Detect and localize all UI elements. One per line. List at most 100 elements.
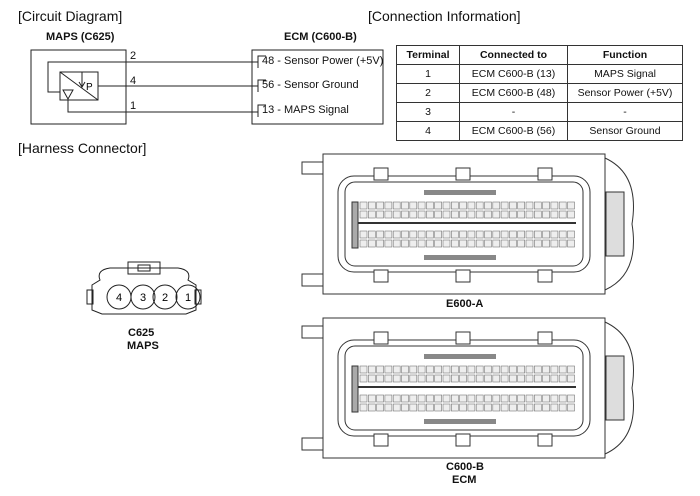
pin-cavity — [542, 230, 550, 239]
pin-cavity — [517, 230, 526, 239]
pin-cavity — [525, 210, 534, 219]
pin-cavity — [442, 374, 451, 383]
pin-cavity — [542, 394, 550, 403]
ecm-pin-56: 56 - Sensor Ground — [262, 79, 359, 91]
pin-cavity — [467, 210, 476, 219]
pin-cavity — [525, 201, 534, 210]
pin-cavity — [550, 201, 559, 210]
pin-cavity — [409, 230, 418, 239]
pin-cavity — [409, 239, 418, 248]
pin-cavity — [500, 210, 509, 219]
pin-cavity — [525, 230, 534, 239]
pin-cavity — [509, 239, 517, 248]
pin-cavity — [442, 394, 451, 403]
pin-cavity — [459, 230, 467, 239]
col-terminal: Terminal — [396, 45, 460, 65]
cell: ECM C600-B (13) — [459, 64, 568, 84]
c625-side-tab — [86, 289, 94, 305]
pin-cavity — [401, 403, 409, 412]
pin-cavity — [367, 365, 376, 374]
pin-cavity — [567, 210, 575, 219]
pin-cavity — [367, 374, 376, 383]
pin-cavity — [409, 374, 418, 383]
pin-cavity — [533, 394, 542, 403]
pin-cavity — [467, 201, 476, 210]
pin-cavity — [484, 210, 492, 219]
pin-cavity — [392, 201, 401, 210]
pin-cavity — [484, 201, 492, 210]
pin-cavity — [367, 230, 376, 239]
connector-lock — [605, 191, 625, 257]
pin-cavity — [401, 374, 409, 383]
pin-cavity — [367, 210, 376, 219]
c600b-name: C600-B — [446, 461, 484, 473]
pin-cavity — [376, 374, 384, 383]
mount-tab — [301, 325, 324, 339]
connector-lever — [604, 321, 634, 455]
pin-cavity — [409, 210, 418, 219]
pin-cavity — [500, 230, 509, 239]
pin-cavity — [376, 403, 384, 412]
pin-cavity — [550, 365, 559, 374]
clip — [455, 331, 471, 345]
pin-cavity — [542, 374, 550, 383]
pin-cavity — [500, 239, 509, 248]
pin-cavity — [442, 365, 451, 374]
pin-cavity — [367, 403, 376, 412]
maps-title: MAPS (C625) — [46, 31, 115, 43]
pin-cavity — [417, 394, 426, 403]
pin-cavity — [467, 239, 476, 248]
pin-cavity — [567, 394, 575, 403]
pin-cavity — [392, 239, 401, 248]
pin-cavity — [517, 210, 526, 219]
pin-cavity — [376, 201, 384, 210]
c625-housing — [91, 267, 197, 315]
clip — [537, 331, 553, 345]
pin-cavity — [459, 374, 467, 383]
terminal-4: 4 — [130, 75, 137, 87]
pin-cavity — [533, 201, 542, 210]
pin-cavity — [533, 239, 542, 248]
ecm-title: ECM (C600-B) — [284, 31, 357, 43]
pin-cavity — [376, 365, 384, 374]
c625-pin-cavity — [175, 284, 201, 310]
pin-cavity — [459, 239, 467, 248]
c625-pin-number: 4 — [116, 292, 122, 304]
clip — [537, 269, 553, 283]
pin-cavity — [492, 201, 501, 210]
pin-cavity — [409, 365, 418, 374]
cell: 1 — [396, 64, 460, 84]
pin-cavity — [558, 394, 567, 403]
key-rib — [424, 190, 496, 195]
pin-cavity — [550, 394, 559, 403]
pin-cavity — [517, 394, 526, 403]
cell: 3 — [396, 102, 460, 122]
clip — [373, 433, 389, 447]
pin-cavity — [376, 394, 384, 403]
pin-cavity — [450, 374, 459, 383]
pin-cavity — [517, 239, 526, 248]
pin-cavity — [459, 394, 467, 403]
cell: MAPS Signal — [567, 64, 683, 84]
clip — [373, 167, 389, 181]
pin-cavity — [558, 403, 567, 412]
pin-cavity — [567, 239, 575, 248]
pin-cavity — [417, 201, 426, 210]
pin-cavity — [459, 365, 467, 374]
connector-inner — [344, 181, 584, 267]
pin-cavity — [450, 239, 459, 248]
c625-pin-cavity — [152, 284, 178, 310]
pin-cavity — [509, 201, 517, 210]
pin-cavity — [475, 230, 484, 239]
c625-pin-cavity — [130, 284, 156, 310]
pin-cavity — [558, 201, 567, 210]
pin-cavity — [442, 230, 451, 239]
clip — [455, 167, 471, 181]
pin-cavity — [417, 239, 426, 248]
pin-cavity — [567, 374, 575, 383]
pin-cavity — [426, 230, 434, 239]
c625-sub: MAPS — [127, 340, 159, 352]
mount-tab — [301, 161, 324, 175]
pin-cavity — [475, 374, 484, 383]
